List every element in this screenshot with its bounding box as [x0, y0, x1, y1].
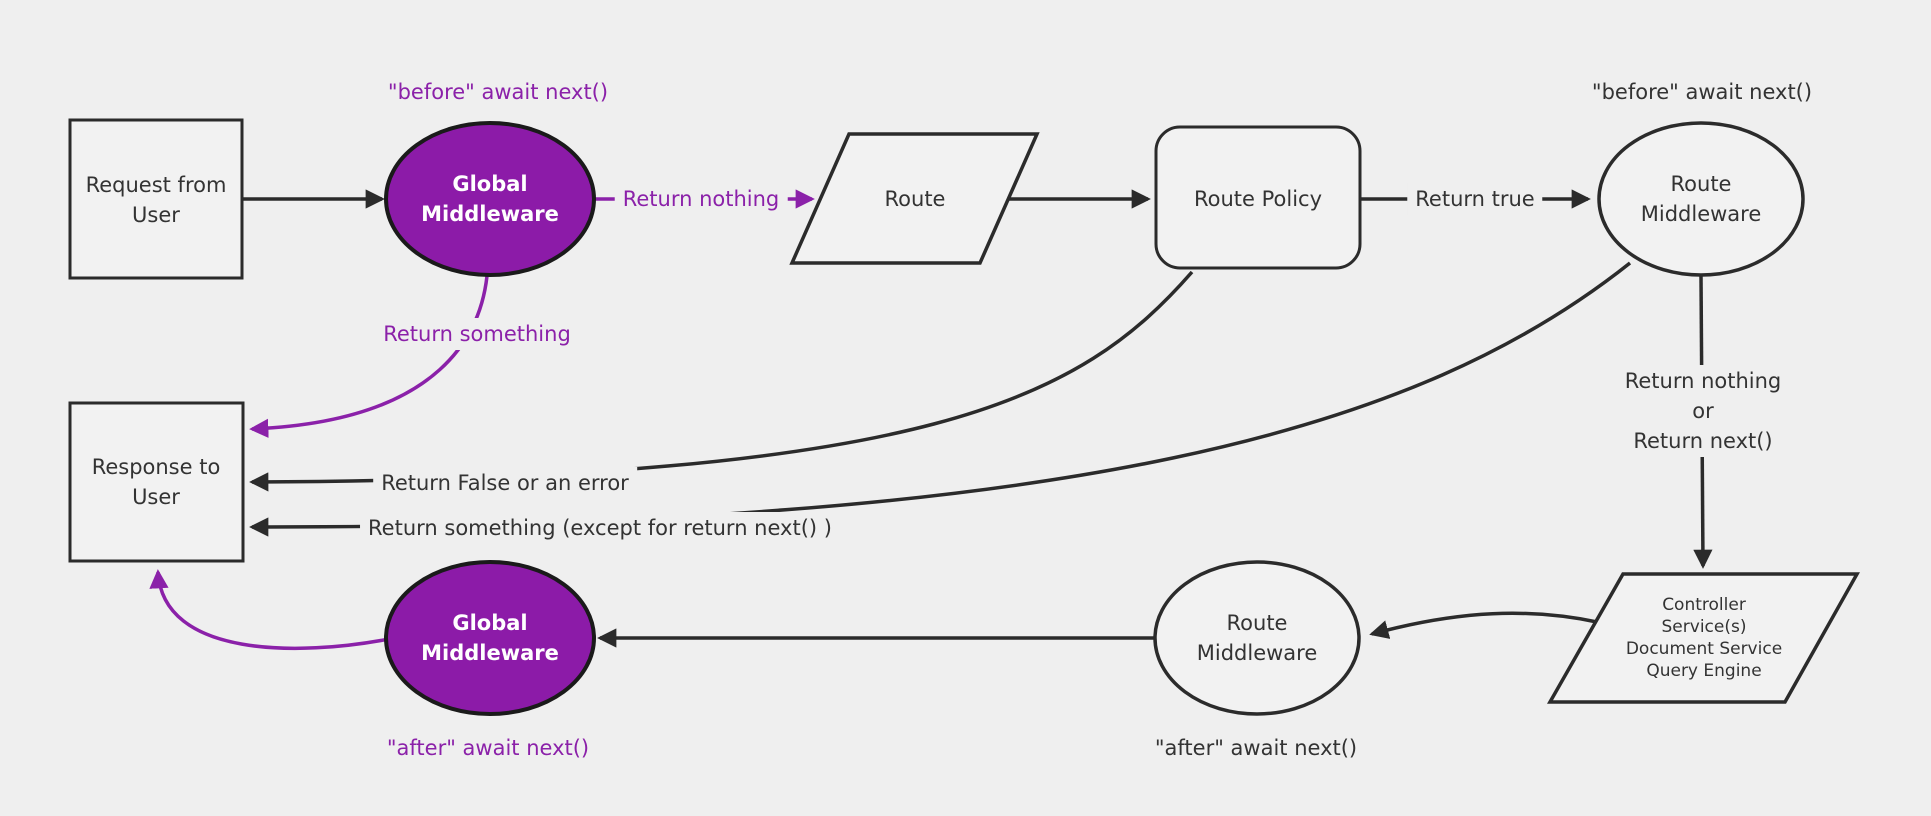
- route-node: [789, 132, 1040, 265]
- request-from-user-node: [68, 118, 244, 280]
- route-middleware-bottom-node: [1153, 560, 1361, 716]
- edge-route-policy-return-false-to-response: [249, 270, 1194, 492]
- edge-route-middleware-return-something-to-response: [249, 261, 1632, 537]
- response-to-user-node: [68, 401, 245, 563]
- route-policy-node: [1154, 125, 1362, 270]
- global-middleware-bottom-node: [384, 560, 596, 716]
- controller-services-node: [1546, 572, 1860, 704]
- route-middleware-top-node: [1597, 121, 1805, 277]
- global-middleware-top-node: [384, 121, 596, 277]
- edge-global-middleware-return-something-to-response: [249, 275, 489, 438]
- edge-controller-to-route-middleware-bottom: [1369, 611, 1598, 639]
- edge-route-middleware-to-controller: [1693, 275, 1713, 569]
- edge-global-middleware-bottom-to-response: [149, 569, 390, 651]
